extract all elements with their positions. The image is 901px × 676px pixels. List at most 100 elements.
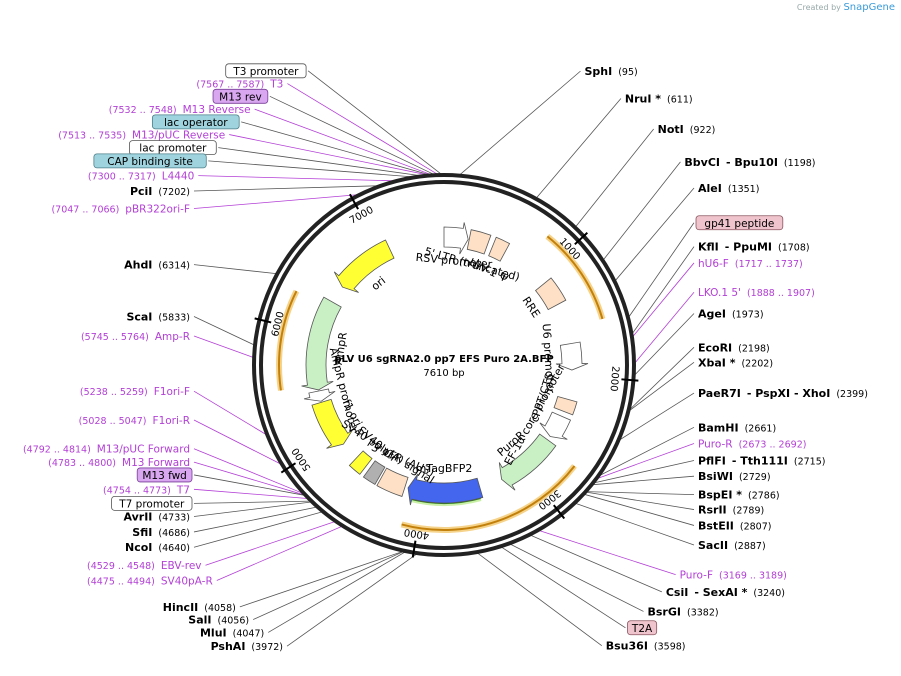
enzyme-position: (1708) [778, 243, 810, 254]
feature-label-15: ori [369, 274, 388, 293]
enzyme-name: Bsu36I [606, 640, 648, 653]
primer-position: (7567 .. 7587) [196, 80, 264, 91]
enzyme-name: PciI [130, 185, 152, 198]
enzyme-label-18: BsrGI(3382) [648, 605, 719, 618]
enzyme-label-4: AleI(1351) [698, 182, 759, 195]
primer-position: (4783 .. 4800) [48, 458, 116, 469]
feature-1 [466, 229, 492, 255]
tick-1000 [574, 232, 589, 246]
enzyme-name: AhdI [124, 259, 152, 272]
enzyme-position: (4047) [233, 628, 265, 639]
enzyme-name: ScaI [126, 310, 152, 323]
leader-box-3 [218, 147, 424, 177]
enzyme-name: BspEI * [698, 489, 742, 502]
enzyme-position: (2399) [836, 389, 868, 400]
primer-name: M13 Forward [122, 457, 190, 469]
enzyme-label-28: AhdI (6314) [124, 259, 190, 272]
orf-span-halo-2 [276, 289, 300, 391]
primer-label-15: (4529 .. 4548)EBV-rev [87, 560, 202, 572]
enzyme-position: (6314) [158, 261, 190, 272]
plasmid-name: pLV U6 sgRNA2.0 pp7 EFS Puro 2A.BFP [334, 354, 553, 365]
feature-box-1 [212, 88, 269, 104]
plasmid-size: 7610 bp [423, 368, 464, 379]
primer-position: (3169 .. 3189) [719, 571, 787, 582]
feature-11 [348, 450, 373, 475]
enzyme-label-7: EcoRI(2198) [698, 341, 770, 354]
enzyme-label-9: PaeR7I- PspXI - XhoI(2399) [698, 387, 868, 400]
label-lines [193, 70, 695, 647]
primer-label-12: (4792 .. 4814) M13/pUC Forward [23, 444, 190, 456]
feature-5 [553, 396, 578, 416]
leader-prim-15 [205, 520, 337, 566]
primer-name: F1ori-R [153, 415, 190, 427]
enzyme-position: (2789) [733, 506, 765, 517]
primer-name: M13/pUC Forward [97, 444, 190, 456]
leader-prim-13 [193, 461, 306, 496]
enzyme-position: (4733) [158, 513, 190, 524]
enzyme-label-26: AvrII(4733) [124, 511, 191, 524]
tick-6000 [254, 317, 272, 324]
leader-prim-12 [193, 448, 305, 495]
feature-box-8 [111, 495, 193, 511]
leader-enz-10 [597, 426, 695, 477]
primer-position: (4792 .. 4814) [23, 445, 91, 456]
primer-position: (7047 .. 7066) [51, 205, 119, 216]
enzyme-position: (5833) [158, 312, 190, 323]
feature-3 [534, 277, 567, 311]
leader-box-8 [193, 500, 312, 504]
enzyme-name: SfiI [132, 526, 152, 539]
orf-span-2 [278, 290, 298, 391]
primer-label-0: (7567 .. 7587)T3 [196, 79, 283, 91]
leader-enz-6 [633, 313, 695, 377]
tick-7000 [349, 193, 359, 210]
enzyme-name: PflFI [698, 454, 726, 467]
feature-0 [443, 222, 469, 255]
enzyme-position: (922) [690, 125, 716, 136]
primer-name: Puro-F [680, 570, 713, 582]
feature-label-8: mTagBFP2 [416, 462, 473, 475]
enzyme-name-2: - Tth111I [732, 454, 788, 467]
enzyme-name: BbvCI [684, 156, 720, 169]
enzyme-name: MluI [200, 626, 227, 639]
primer-position: (1888 .. 1907) [747, 288, 815, 299]
primer-position: (7300 .. 7317) [88, 172, 156, 183]
enzyme-name-2: - PpuMI [725, 241, 772, 254]
leader-enz-29 [193, 185, 382, 192]
orf-span-0 [546, 235, 604, 320]
primer-label-13: (4783 .. 4800) M13 Forward [48, 457, 190, 469]
feature-6 [539, 411, 572, 440]
leader-enz-19 [476, 551, 603, 647]
primer-label-16: (4475 .. 4494)SV40pA-R [87, 575, 213, 587]
enzyme-position: (4640) [158, 543, 190, 554]
enzyme-label-17: CsiI- SexAI *(3240) [666, 586, 785, 599]
primer-name: EBV-rev [161, 560, 202, 572]
leader-prim-1 [254, 108, 434, 176]
leader-enz-15 [583, 493, 695, 526]
enzyme-label-11: PflFI- Tth111I(2715) [698, 454, 825, 467]
primer-position: (5238 .. 5259) [80, 387, 148, 398]
feature-box-label-6: T2A [631, 623, 653, 635]
leader-prim-10 [193, 390, 268, 436]
leader-prim-0 [287, 83, 440, 176]
enzyme-label-20: PshAI(3972) [211, 640, 283, 653]
feature-box-label-4: CAP binding site [107, 156, 193, 168]
leader-prim-2 [229, 134, 431, 176]
feature-label-14: AmpR [332, 331, 350, 366]
primer-label-10: (5238 .. 5259)F1ori-F [80, 386, 190, 398]
feature-8 [407, 473, 484, 506]
enzyme-position: (7202) [158, 187, 190, 198]
enzyme-name: RsrII [698, 504, 727, 517]
enzyme-name-2: - PspXI - XhoI [747, 387, 830, 400]
enzyme-label-24: NcoI(4640) [125, 541, 190, 554]
enzyme-label-22: SalI(4056) [188, 614, 249, 627]
tick-5000 [280, 462, 297, 474]
tick-3000 [552, 504, 566, 520]
primer-position: (5028 .. 5047) [79, 416, 147, 427]
snapgene-brand[interactable]: SnapGene [843, 2, 895, 13]
enzyme-position: (2887) [734, 541, 766, 552]
enzyme-name: SphI [584, 65, 612, 78]
enzyme-name: XbaI * [698, 356, 736, 369]
enzyme-name: CsiI [666, 586, 688, 599]
feature-box-label-1: M13 rev [219, 91, 262, 103]
enzyme-label-13: BspEI *(2786) [698, 489, 780, 502]
